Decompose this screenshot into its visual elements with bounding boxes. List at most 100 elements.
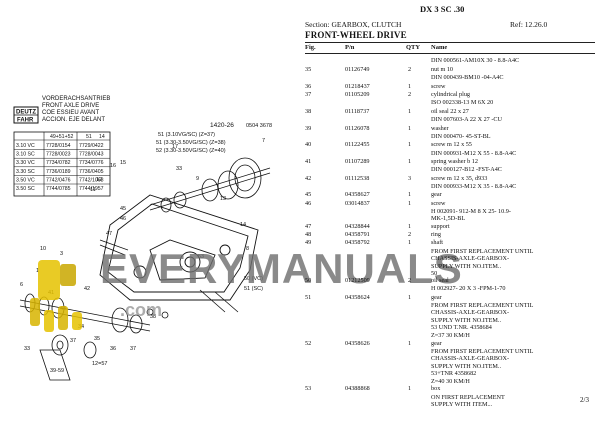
callout-label: 51 (3.30-3.50VG/SC) (Z=38) xyxy=(156,140,226,146)
part-name: FROM FIRST REPLACEMENT UNTIL CHASSIS-AXL… xyxy=(431,302,534,339)
part-qty: 1 xyxy=(408,239,412,246)
callout-label: 37 xyxy=(130,346,136,352)
part-name: DIN 000439-BM10 -04-A4C xyxy=(431,74,504,81)
deutz-fahr-logo: DEUTZ FAHR xyxy=(13,106,39,124)
callout-label: 7 xyxy=(262,138,265,144)
callout-label: 37 xyxy=(70,338,76,344)
model-table-cell: 7728/0043 xyxy=(79,152,104,158)
header-rule-bottom xyxy=(305,53,595,54)
callout-label: 35 xyxy=(94,336,100,342)
part-fig: 37 xyxy=(305,91,312,98)
lower-shaft-assembly xyxy=(19,293,151,381)
part-name: washer xyxy=(431,125,449,132)
part-name: gear xyxy=(431,340,442,347)
part-number: 01126749 xyxy=(345,66,370,73)
watermark-graphic xyxy=(30,260,82,332)
model-table-cell: 7736/0189 xyxy=(46,169,71,175)
part-qty: 1 xyxy=(408,158,412,165)
callout-label: 38 xyxy=(150,314,156,320)
callout-label: 47 xyxy=(106,231,112,237)
part-fig: 51 xyxy=(305,294,312,301)
part-name: screw xyxy=(431,200,446,207)
part-fig: 35 xyxy=(305,66,312,73)
part-qty: 2 xyxy=(408,91,412,98)
part-fig: 39 xyxy=(305,125,312,132)
part-number: 04358626 xyxy=(345,340,370,347)
part-name: gear xyxy=(431,191,442,198)
callout-label: 16 xyxy=(110,163,116,169)
exploded-parts-diagram: VORDERACHSANTRIEB FRONT AXLE DRIVE COE E… xyxy=(13,96,272,381)
model-table-cell: 7742/0476 xyxy=(46,177,71,183)
part-name: cylindrical plug xyxy=(431,91,471,98)
part-qty: 2 xyxy=(408,66,412,73)
callout-label: 9 xyxy=(196,176,199,182)
callout-label: 3 xyxy=(60,251,63,257)
part-name: DIN 007603-A 22 X 27 -CU xyxy=(431,116,502,123)
diagram-title-line: ACCION. EJE DELANT xyxy=(42,117,105,123)
diagram-title-block: VORDERACHSANTRIEB FRONT AXLE DRIVE COE E… xyxy=(42,96,110,123)
gear-set xyxy=(149,157,271,213)
part-qty: 1 xyxy=(408,200,412,207)
callout-label: 45 xyxy=(120,206,126,212)
callout-label: 50 (VC) xyxy=(244,276,263,282)
model-table-cell: 3.50 SC xyxy=(16,186,35,192)
part-qty: 1 xyxy=(408,141,412,148)
part-qty: 2 xyxy=(408,277,412,284)
callout-label: 11 xyxy=(90,187,96,193)
part-number: 04358627 xyxy=(345,191,370,198)
svg-text:FAHR: FAHR xyxy=(17,118,34,124)
part-name: support xyxy=(431,223,450,230)
header-rule-top xyxy=(305,42,595,43)
model-table-cell: 7728/0154 xyxy=(46,143,71,149)
part-name: FROM FIRST REPLACEMENT UNTIL CHASSIS-AXL… xyxy=(431,348,534,385)
callout-label: 46 xyxy=(120,216,126,222)
part-name: DIN 000933-M12 X 35 - 8.8-A4C xyxy=(431,183,517,190)
column-header-name: Name xyxy=(431,44,448,51)
part-fig: 47 xyxy=(305,223,312,230)
part-fig: 50 xyxy=(305,277,312,284)
table-head: 51 xyxy=(86,134,92,140)
model-table-cell: 7736/0405 xyxy=(79,169,104,175)
model-table-cell: 3.50 VC xyxy=(16,177,35,183)
part-fig: 41 xyxy=(305,158,312,165)
part-number: 01218437 xyxy=(345,83,370,90)
part-number: 04358624 xyxy=(345,294,370,301)
callout-label: 33 xyxy=(24,346,30,352)
part-number: 04328844 xyxy=(345,223,370,230)
part-name: box xyxy=(431,385,441,392)
callout-label: 17 xyxy=(172,144,178,150)
model-table-cell: 7744/0785 xyxy=(46,186,71,192)
page-heading: FRONT-WHEEL DRIVE xyxy=(305,30,407,40)
part-name: screw xyxy=(431,83,446,90)
part-qty: 1 xyxy=(408,83,412,90)
model-table-cell: 7729/0422 xyxy=(79,143,104,149)
watermark-text: EVERYMANUALS xyxy=(100,245,463,292)
diagram-title-line: FRONT AXLE DRIVE xyxy=(42,103,99,109)
part-fig: 53 xyxy=(305,385,312,392)
model-table-cell: 7734/0776 xyxy=(79,160,104,166)
model-table-cell: 7728/0023 xyxy=(46,152,71,158)
part-name: H 002927- 20 X 3 -FPM-1-70 xyxy=(431,285,506,292)
part-name: H 002091- 912-M 8 X 25- 10.9- MK-1,5D-BL xyxy=(431,208,511,223)
section-label: Section: GEARBOX, CLUTCH xyxy=(305,20,402,29)
column-header-pn: P/n xyxy=(345,44,355,51)
part-number: 01118737 xyxy=(345,108,370,115)
part-number: 01126078 xyxy=(345,125,370,132)
part-name: shaft xyxy=(431,239,444,246)
callout-label: 33 xyxy=(176,166,182,172)
part-name: FROM FIRST REPLACEMENT UNTIL CHASSIS-AXL… xyxy=(431,248,534,278)
part-name: DIN 000470- 45-ST-BL xyxy=(431,133,491,140)
model-table-cell: 7742/1068 xyxy=(79,177,104,183)
gearbox-housing xyxy=(99,194,259,301)
part-fig: 46 xyxy=(305,200,312,207)
part-fig: 48 xyxy=(305,231,312,238)
part-qty: 1 xyxy=(408,385,412,392)
part-name: DIN 000931-M12 X 55 - 8.8-A4C xyxy=(431,150,517,157)
part-number: 01122455 xyxy=(345,141,370,148)
model-table-cell: 3.10 SC xyxy=(16,152,35,158)
column-header-fig: Fig. xyxy=(305,44,316,51)
part-qty: 1 xyxy=(408,108,412,115)
callout-label: 15 xyxy=(120,160,126,166)
part-name: oil seal 22 x 27 xyxy=(431,108,469,115)
